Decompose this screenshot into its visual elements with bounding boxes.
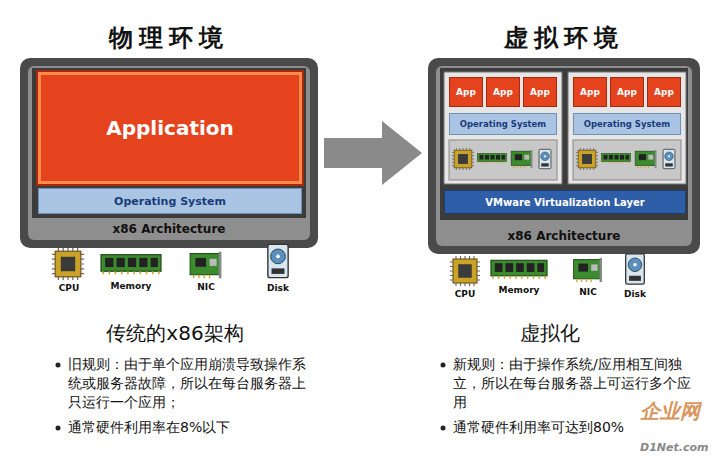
hardware-label: Disk xyxy=(610,288,660,300)
architecture-label: x86 Architecture xyxy=(428,229,700,243)
watermark: D1Net.com xyxy=(640,441,716,456)
hardware-label: NIC xyxy=(563,286,613,298)
section-heading: 虚拟化 xyxy=(440,320,660,347)
app-box: App xyxy=(647,77,681,107)
node-label: VMware Virtualization Layer xyxy=(485,197,645,208)
hardware-label: NIC xyxy=(181,281,231,293)
server-frame: 虚拟环境x86 ArchitectureAppAppAppOperating S… xyxy=(428,58,700,254)
bullet-text: 旧规则：由于单个应用崩溃导致操作系统或服务器故障，所以在每台服务器上只运行一个应… xyxy=(68,355,318,412)
app-box: Application xyxy=(38,72,302,184)
node-label: App xyxy=(654,87,674,97)
section-title: 虚拟环境 xyxy=(428,22,700,54)
node-label: App xyxy=(493,87,513,97)
watermark: 企业网 xyxy=(640,398,714,425)
node-label: Operating System xyxy=(460,119,546,129)
hardware-label: CPU xyxy=(440,288,490,300)
bullet-text: 通常硬件利用率在8%以下 xyxy=(68,418,318,437)
os-band: Operating System xyxy=(38,188,302,214)
node-label: App xyxy=(456,87,476,97)
node-label: App xyxy=(530,87,550,97)
server-frame: 物理环境x86 ArchitectureApplicationOperating… xyxy=(20,58,318,248)
node-label: App xyxy=(580,87,600,97)
os-band: Operating System xyxy=(573,113,681,135)
node-label: Operating System xyxy=(114,195,226,208)
hardware-label: Disk xyxy=(253,282,303,294)
virtualization-layer: VMware Virtualization Layer xyxy=(444,190,686,214)
os-band: Operating System xyxy=(449,113,557,135)
hardware-label: Memory xyxy=(106,280,156,292)
app-box: App xyxy=(610,77,644,107)
node-label: App xyxy=(617,87,637,97)
app-box: App xyxy=(523,77,557,107)
section-title: 物理环境 xyxy=(20,22,318,54)
section-heading: 传统的x86架构 xyxy=(60,320,290,347)
architecture-label: x86 Architecture xyxy=(20,222,318,236)
app-box: App xyxy=(449,77,483,107)
bullet-text: 通常硬件利用率可达到80% xyxy=(453,418,638,437)
node-label: Operating System xyxy=(584,119,670,129)
node-label: Application xyxy=(106,116,234,140)
hardware-label: CPU xyxy=(44,282,94,294)
block-arrow xyxy=(324,121,422,185)
hardware-label: Memory xyxy=(494,284,544,296)
app-box: App xyxy=(486,77,520,107)
app-box: App xyxy=(573,77,607,107)
